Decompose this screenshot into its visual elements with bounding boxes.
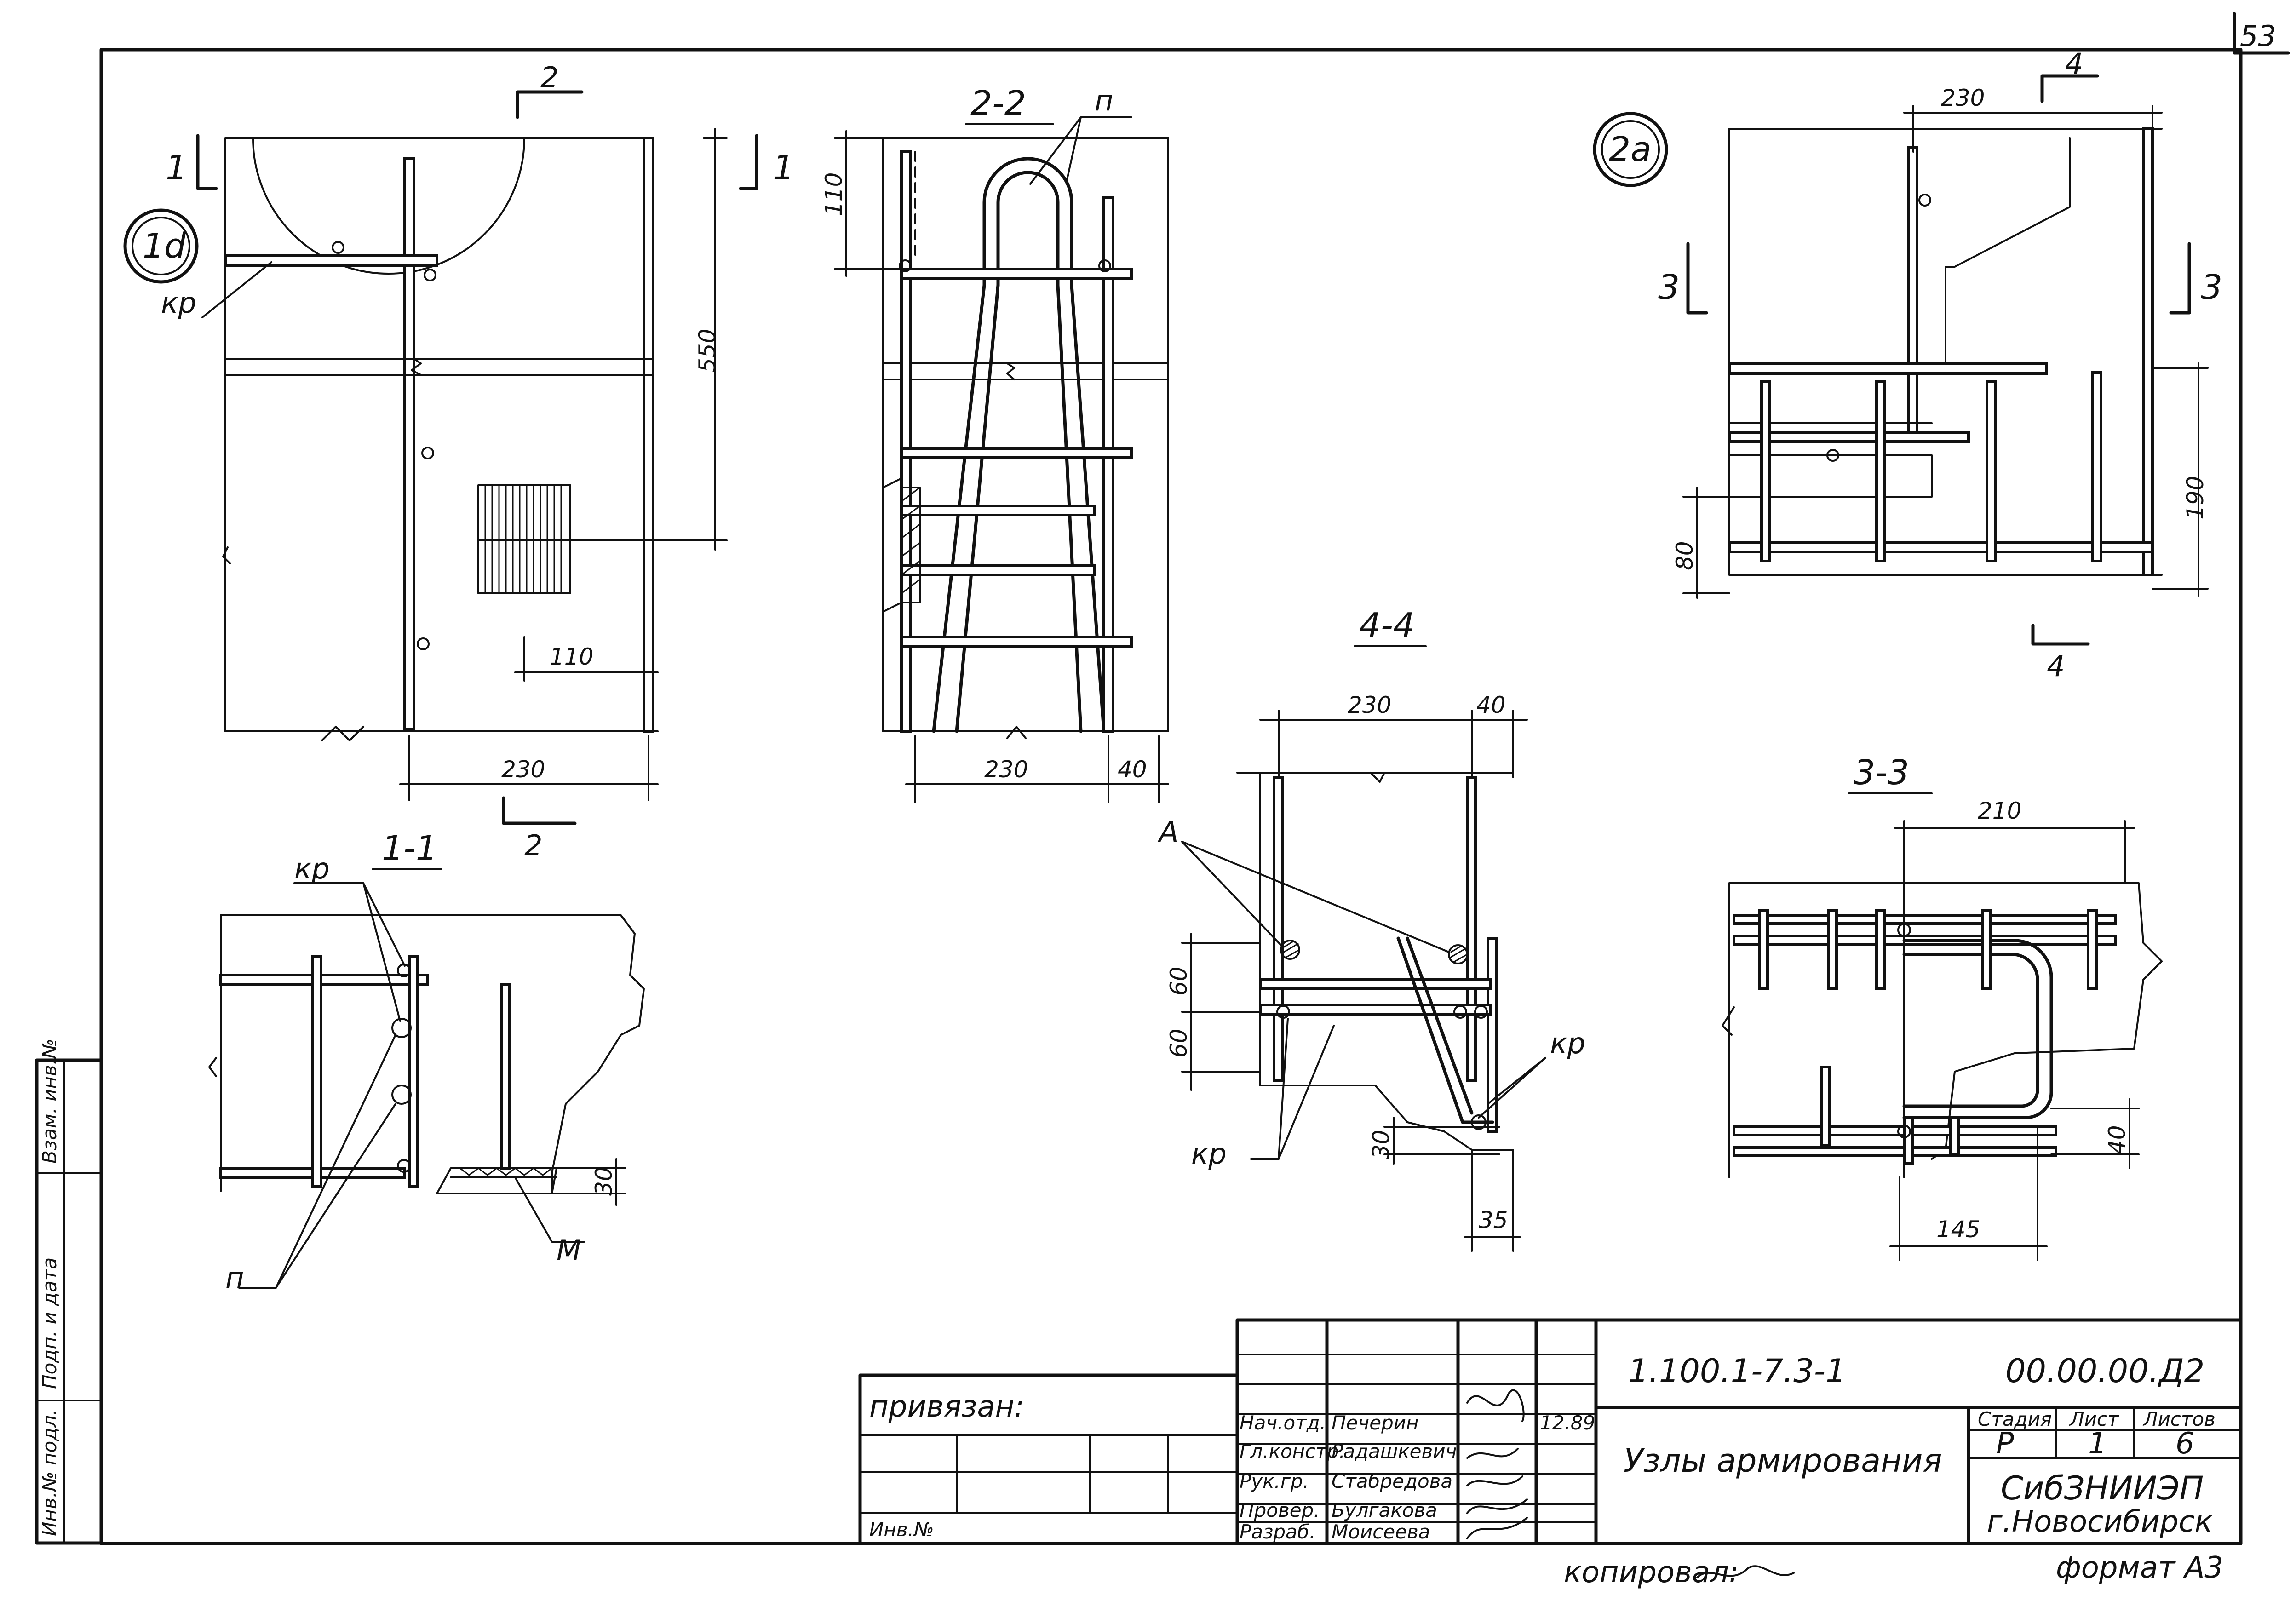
dim-2a-230: 230 (1941, 85, 1985, 111)
dim-3-3-210: 210 (1978, 798, 2021, 824)
label-kp-4-4-left: кр (1191, 1137, 1227, 1171)
section-1-1-title: 1-1 (382, 829, 437, 868)
dim-2a-190: 190 (2182, 476, 2209, 520)
node-1a-bubble (123, 208, 199, 284)
opening-arc (252, 137, 525, 275)
left-strip-inv: Инв.№ подл. (38, 1409, 61, 1536)
dim-4-4-60b: 60 (1165, 1028, 1192, 1058)
section-mark-3-left: 3 (1658, 268, 1680, 307)
dim-4-4-30: 30 (1368, 1130, 1395, 1159)
section-mark-1-left: 1 (166, 148, 187, 188)
section-mark-1-right: 1 (773, 148, 794, 188)
stage-header: Стадия (1978, 1408, 2052, 1430)
stage-value: Р (1996, 1427, 2014, 1461)
page-number-box (2233, 12, 2290, 55)
inv-label: Инв.№ (869, 1518, 934, 1541)
doc-code: 00.00.00.Д2 (2005, 1352, 2204, 1390)
bound-label: привязан: (869, 1390, 1024, 1424)
role-2: Рук.гр. (1240, 1470, 1309, 1492)
sheet-value: 1 (2088, 1427, 2107, 1461)
section-2-2-title: 2-2 (970, 84, 1026, 123)
name-2: Стабредова (1332, 1470, 1452, 1492)
stamp-date: 12.89 (1540, 1412, 1595, 1434)
dim-3-3-40: 40 (2104, 1125, 2130, 1154)
org-name: СибЗНИИЭП (2001, 1469, 2204, 1507)
section-3-3-title: 3-3 (1854, 753, 1909, 792)
dim-2-2-40: 40 (1118, 756, 1147, 783)
series-code: 1.100.1-7.3-1 (1628, 1352, 1846, 1390)
label-p-1-1: п (225, 1261, 244, 1295)
view-node-1a: 550 110 230 2 2 1 1 1d кр (123, 61, 794, 862)
dim-3-3-145: 145 (1936, 1216, 1980, 1243)
view-section-1-1: 1-1 30 кр п М (208, 829, 645, 1295)
left-stamp-strip: Инв.№ подл. Подп. и дата Взам. инв.№ (35, 1039, 103, 1545)
name-4: Моисеева (1332, 1521, 1430, 1543)
dim-2a-80: 80 (1671, 541, 1698, 570)
main-stamp (1235, 1318, 2243, 1545)
dim-110: 110 (550, 643, 593, 670)
copied-by-signature (1696, 1565, 1795, 1578)
org-city: г.Новосибирск (1987, 1505, 2213, 1539)
node-2a-label: 2а (1609, 130, 1651, 169)
sheets-header: Листов (2142, 1408, 2216, 1430)
view-section-3-3: 3-3 210 145 4 (1722, 753, 2163, 1261)
drawing-title: Узлы армирования (1624, 1442, 1942, 1480)
role-3: Провер. (1240, 1499, 1320, 1521)
dim-4-4-230: 230 (1348, 692, 1391, 718)
section-mark-2-top: 2 (540, 61, 558, 94)
view-section-2-2: 110 230 40 2-2 п (821, 84, 1169, 803)
left-strip-replace: Взам. инв.№ (38, 1039, 61, 1164)
dim-2-2-110: 110 (821, 172, 847, 216)
left-strip-box (35, 1058, 103, 1545)
dim-2-2-230: 230 (984, 756, 1028, 783)
dim-4-4-35: 35 (1479, 1207, 1508, 1234)
dim-550: 550 (694, 329, 721, 373)
title-block: привязан: Инв.№ Нач.отд. Гл.констр. Рук.… (858, 1318, 2243, 1590)
label-p-2-2: п (1095, 84, 1114, 117)
dim-230: 230 (501, 756, 545, 783)
label-kp-1-1: кр (294, 852, 330, 885)
dim-1-1-30: 30 (591, 1166, 617, 1196)
section-mark-3-right: 3 (2201, 268, 2222, 307)
section-mark-2-bottom: 2 (524, 829, 542, 862)
signature-marks (1466, 1389, 1528, 1539)
page-number: 53 (2240, 19, 2276, 53)
section-mark-4-top: 4 (2065, 47, 2083, 80)
label-a-4-4: А (1157, 815, 1178, 849)
name-1: Радашкевич (1332, 1440, 1457, 1463)
section-4-4-title: 4-4 (1359, 606, 1415, 645)
name-0: Печерин (1332, 1412, 1419, 1434)
embedded-plate (477, 484, 571, 594)
sheets-value: 6 (2175, 1427, 2194, 1461)
node-2a-bubble (1593, 112, 1668, 187)
node-1a-label: 1d (143, 226, 186, 266)
dim-4-4-40: 40 (1476, 692, 1506, 718)
label-kp-4-4-right: кр (1550, 1027, 1585, 1060)
sheet-frame: 53 (99, 12, 2290, 1545)
role-0: Нач.отд. (1240, 1412, 1326, 1434)
section-mark-4-bottom: 4 (2047, 649, 2065, 683)
left-strip-sign: Подп. и дата (38, 1257, 61, 1389)
format-label: формат А3 (2056, 1551, 2223, 1585)
label-kp-1a: кр (161, 286, 196, 320)
sheet-header: Лист (2069, 1408, 2119, 1430)
role-4: Разраб. (1240, 1521, 1315, 1543)
name-3: Булгакова (1332, 1499, 1437, 1521)
label-m-1-1: М (557, 1234, 581, 1267)
dim-4-4-60a: 60 (1165, 966, 1192, 996)
view-node-2a: 2а 230 190 80 (1593, 47, 2222, 683)
role-1: Гл.констр. (1240, 1440, 1345, 1463)
view-section-4-4: 4-4 230 40 А (1157, 606, 1585, 1252)
